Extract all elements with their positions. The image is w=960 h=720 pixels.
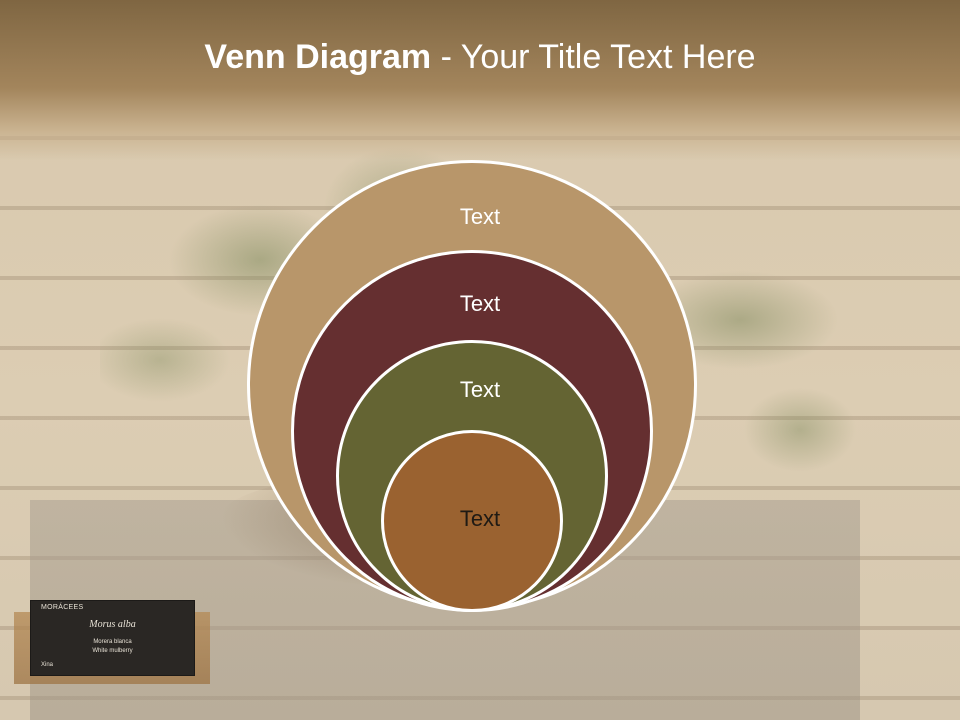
title-strong: Venn Diagram <box>204 38 432 76</box>
venn-label-inner[interactable]: Text <box>459 506 501 531</box>
background-specimen-label: MORÁCEES Morus alba Morera blanca White … <box>30 600 195 676</box>
venn-circle-inner[interactable] <box>381 430 563 612</box>
label-species: Morus alba <box>89 619 136 630</box>
venn-label-outer[interactable]: Text <box>459 204 501 229</box>
venn-label-third[interactable]: Text <box>459 377 501 402</box>
header-band <box>0 0 960 160</box>
slide-title[interactable]: Venn Diagram - Your Title Text Here <box>0 38 960 77</box>
label-origin: Xina <box>41 662 54 668</box>
label-common-name-2: White mulberry <box>92 648 133 654</box>
label-family: MORÁCEES <box>41 604 84 611</box>
title-rest: - Your Title Text Here <box>431 38 756 76</box>
venn-label-second[interactable]: Text <box>459 291 501 316</box>
label-common-name-1: Morera blanca <box>93 639 132 645</box>
